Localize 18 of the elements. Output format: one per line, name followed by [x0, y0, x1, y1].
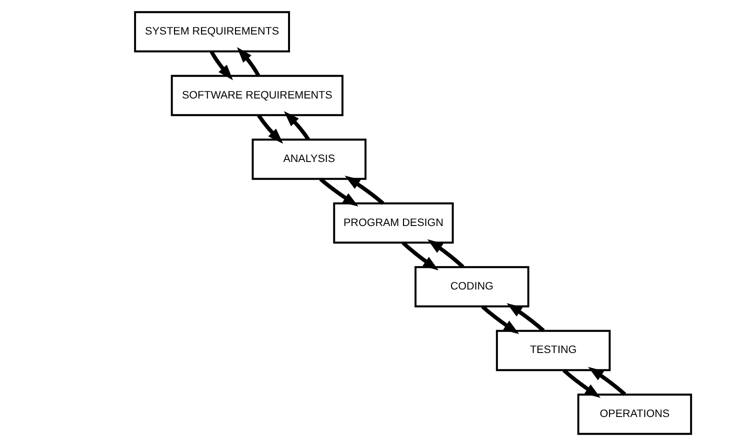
node-box: SYSTEM REQUIREMENTS	[134, 11, 290, 52]
arrow	[283, 111, 310, 141]
arrow	[401, 241, 438, 270]
arrow	[209, 50, 233, 80]
arrow	[256, 114, 283, 144]
arrow	[562, 368, 600, 398]
node-box: CODING	[414, 266, 529, 308]
node-box: ANALYSIS	[251, 138, 366, 180]
arrow	[506, 303, 544, 332]
arrow	[588, 366, 626, 396]
arrow	[318, 178, 358, 207]
node-box: PROGRAM DESIGN	[332, 202, 454, 244]
arrow	[236, 47, 260, 77]
node-box: OPERATIONS	[576, 394, 692, 435]
node-box: TESTING	[495, 330, 610, 372]
arrow	[344, 176, 384, 205]
arrow	[480, 305, 519, 334]
node-box: SOFTWARE REQUIREMENTS	[170, 74, 343, 116]
